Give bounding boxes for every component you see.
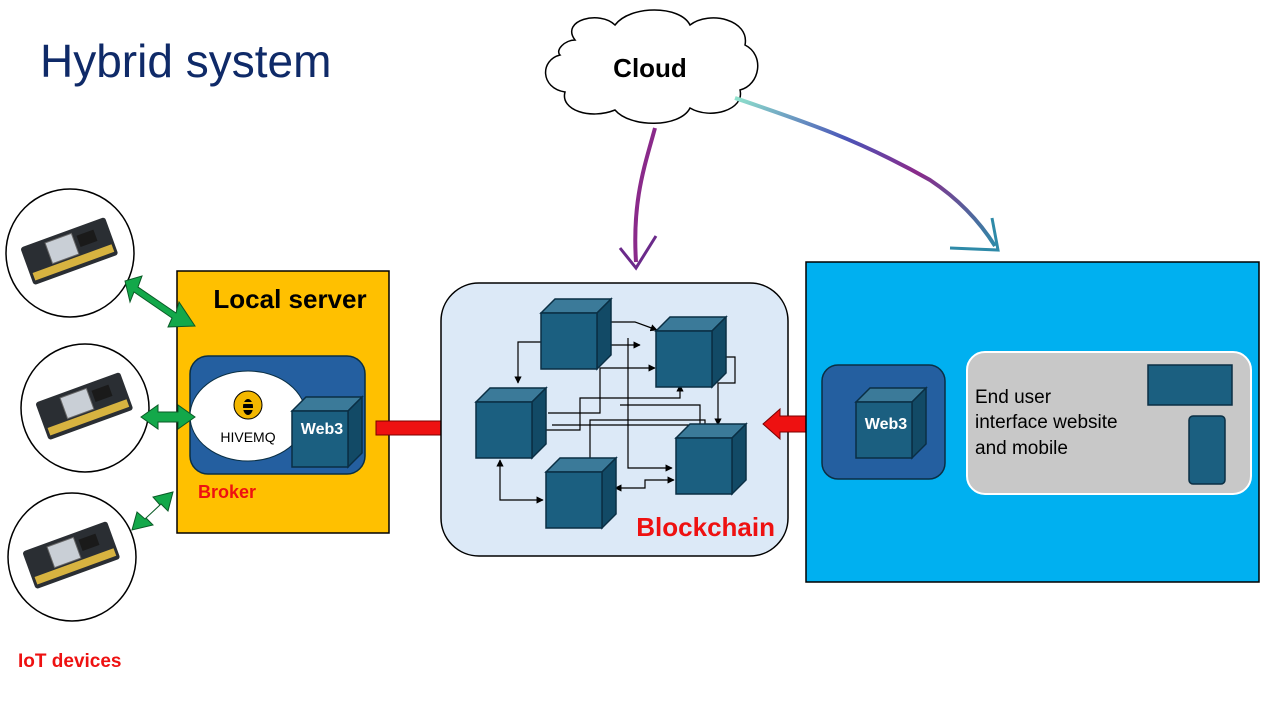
blockchain-node-5 xyxy=(545,457,617,529)
cloud-to-blockchain-arrow xyxy=(633,127,657,263)
cloud-arrowhead-1 xyxy=(618,235,658,271)
website-screen-icon xyxy=(1147,364,1233,406)
blockchain-node-4 xyxy=(675,423,747,495)
local-server-label: Local server xyxy=(213,284,366,314)
blockchain-node-3 xyxy=(475,387,547,459)
local-web3-label: Web3 xyxy=(301,421,343,438)
blockchain-label: Blockchain xyxy=(636,512,775,542)
iot-links xyxy=(124,275,196,531)
green-arrow-1 xyxy=(124,275,196,328)
interface-line-2: interface website xyxy=(975,412,1118,433)
cloud-label: Cloud xyxy=(613,53,687,83)
hivemq-label: HIVEMQ xyxy=(220,429,275,445)
end-user-interface-text: End user interface website and mobile xyxy=(975,387,1123,459)
blockchain-node-1 xyxy=(540,298,612,370)
cloud-to-user-arrow xyxy=(734,96,997,248)
interface-line-1: End user xyxy=(975,387,1052,408)
user-web3-label: Web3 xyxy=(865,416,907,433)
iot-devices-label: IoT devices xyxy=(18,651,122,672)
cloud-arrowhead-2 xyxy=(949,217,1000,252)
page-title: Hybrid system xyxy=(40,35,332,87)
green-arrow-2 xyxy=(140,404,196,430)
green-arrow-3 xyxy=(131,491,174,531)
blockchain-node-2 xyxy=(655,316,727,388)
broker-label: Broker xyxy=(198,482,256,502)
mobile-device-icon xyxy=(1188,415,1226,485)
interface-line-3: and mobile xyxy=(975,438,1068,459)
bee-icon xyxy=(233,390,263,420)
cloud-shape xyxy=(544,9,759,124)
